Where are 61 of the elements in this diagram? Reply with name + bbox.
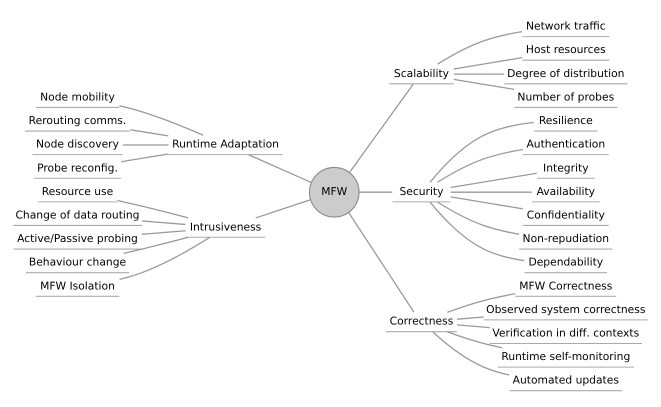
node-text: Host resources: [526, 42, 606, 56]
node-text: Node discovery: [36, 137, 119, 150]
node-text: Degree of distribution: [507, 66, 624, 80]
node-text: Scalability: [394, 66, 450, 80]
connector: [142, 220, 186, 225]
node-text: Automated updates: [512, 373, 619, 386]
node-text: Probe reconfig.: [37, 160, 118, 174]
connector: [447, 292, 516, 312]
connector: [122, 144, 169, 146]
node-text: Confidentiality: [526, 208, 605, 221]
connector: [454, 73, 504, 74]
node-text: Runtime Adaptation: [172, 137, 279, 150]
node-text: Availability: [536, 184, 596, 198]
connector: [450, 196, 523, 209]
node-text: Observed system correctness: [486, 302, 646, 316]
node-text: Resource use: [42, 184, 114, 198]
node-text: Integrity: [543, 160, 589, 174]
node-text: Intrusiveness: [190, 220, 262, 233]
node-text: MFW Correctness: [519, 278, 612, 292]
node-text: Dependability: [528, 255, 604, 268]
connector: [348, 212, 414, 312]
node-text: Security: [399, 184, 444, 198]
connector: [430, 121, 534, 182]
connector: [450, 172, 537, 188]
connector: [454, 78, 514, 90]
connector: [432, 331, 510, 376]
node-text: Authentication: [526, 137, 606, 150]
connector: [119, 236, 210, 280]
node-text: MFW Isolation: [40, 278, 115, 292]
connector: [430, 201, 524, 261]
node-text: Behaviour change: [28, 255, 126, 268]
connector: [437, 201, 520, 234]
node-text: Network traffic: [526, 19, 606, 32]
connector: [447, 330, 502, 348]
node-text: Correctness: [390, 314, 454, 328]
node-text: Active/Passive probing: [17, 232, 138, 245]
connector: [256, 198, 310, 218]
node-text: Non-repudiation: [522, 232, 610, 245]
connector: [130, 128, 168, 136]
node-text: Verification in diff. contexts: [492, 326, 640, 340]
connector: [360, 191, 392, 192]
node-circle: MFW: [308, 166, 360, 218]
node-text: Change of data routing: [15, 208, 140, 221]
connector: [123, 236, 189, 254]
node-text: Number of probes: [517, 90, 614, 103]
connector: [117, 199, 189, 218]
node-text: Runtime self-monitoring: [501, 350, 630, 363]
node-text: Node mobility: [40, 90, 115, 103]
connector: [456, 316, 484, 320]
connector: [456, 324, 490, 328]
connector: [437, 148, 523, 182]
connector: [248, 154, 312, 182]
node-text: Rerouting comms.: [28, 114, 126, 127]
connector: [121, 152, 169, 162]
connector: [454, 56, 522, 70]
connector: [349, 82, 414, 172]
connector: [437, 30, 522, 64]
connector: [450, 191, 532, 192]
connector: [119, 104, 204, 136]
connector: [142, 230, 186, 234]
node-text: Resilience: [538, 114, 593, 127]
